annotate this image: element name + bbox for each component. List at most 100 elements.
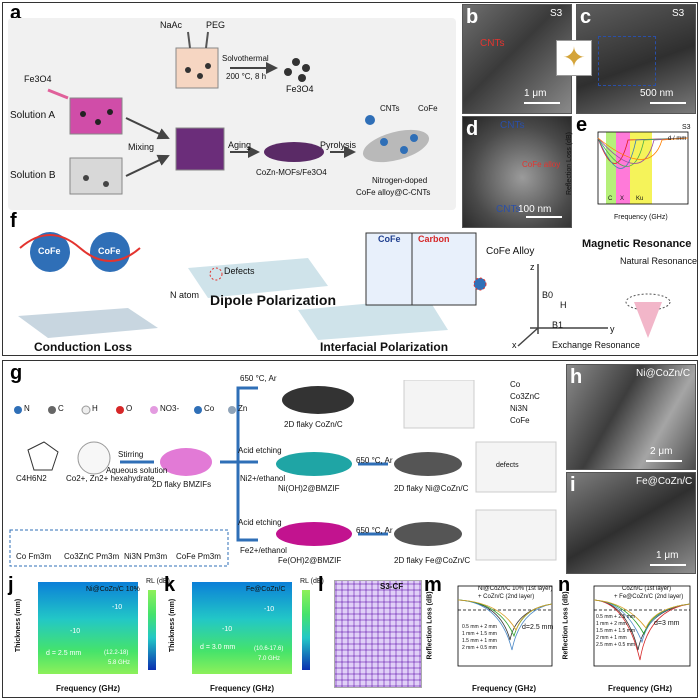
- bottom-figure-frame: [2, 360, 698, 698]
- panel-d-cnts-bottom: CNTs: [496, 204, 521, 215]
- panel-n-legend-4: 2 mm + 1 mm: [596, 635, 627, 641]
- panel-m-label: m: [424, 574, 442, 596]
- panel-k-title: Fe@CoZn/C: [246, 586, 286, 593]
- band-ku: [630, 132, 652, 204]
- inset-cofe-label: CoFe: [378, 234, 401, 244]
- panel-l-pattern: [334, 580, 422, 688]
- panel-e-band-ku: Ku: [636, 196, 644, 202]
- panel-a-drawing: [47, 31, 430, 195]
- panel-k-label: k: [164, 574, 176, 596]
- panel-f-svg: [18, 232, 671, 347]
- cell-co: Co Fm3m: [16, 552, 52, 561]
- panel-k-xlabel: Frequency (GHz): [210, 684, 275, 693]
- legend-cofe: CoFe: [418, 104, 438, 113]
- panel-j-label: j: [8, 574, 14, 596]
- panel-k-contour-1: -10: [264, 606, 275, 613]
- panel-n-label: n: [558, 574, 571, 596]
- atom-no3: NO3-: [160, 404, 180, 413]
- panel-k-ylabel: Thickness (mm): [169, 598, 177, 653]
- panel-c-sem-image: [576, 4, 696, 114]
- panel-m-title2: + CoZn/C (2nd layer): [478, 594, 535, 600]
- panel-m-ylabel: Reflection Loss (dB): [426, 591, 434, 660]
- solvothermal-beaker: [175, 47, 219, 89]
- panel-d-label: d: [466, 118, 479, 140]
- panel-g-schematic: [8, 379, 562, 570]
- panel-g-svg: [9, 379, 557, 567]
- solution-a-beaker: [69, 97, 123, 135]
- panel-j-ylabel: Thickness (mm): [15, 598, 23, 653]
- fe-oh-label: Fe(OH)2@BMZIF: [278, 556, 342, 565]
- panel-j-d: d = 2.5 mm: [46, 650, 82, 657]
- panel-c-tag: S3: [672, 8, 685, 19]
- conduction-cofe-left: [30, 232, 70, 272]
- ligand-ring: [27, 441, 59, 471]
- panel-d-scalebar: [526, 216, 562, 218]
- interfacial-polarization-label: Interfacial Polarization: [320, 340, 449, 354]
- panel-b-sem-image: [462, 4, 572, 114]
- panel-m-d: d=2.5 mm: [522, 624, 554, 631]
- panel-m-legend-4: 2 mm + 0.5 mm: [462, 645, 497, 651]
- cell-co3znc: Co3ZnC Pm3m: [64, 552, 120, 561]
- cofe-alloy-icon: [473, 277, 487, 291]
- pyrolysis-label: Pyrolysis: [320, 140, 357, 150]
- panel-a-label: a: [10, 2, 22, 24]
- exchange-resonance-label: Exchange Resonance: [552, 340, 641, 350]
- cozn-label: 2D flaky CoZn/C: [284, 420, 343, 429]
- panel-k-map: [192, 582, 292, 674]
- panel-n-legend-3: 1.5 mm + 1.5 mm: [596, 628, 636, 634]
- panel-c-scale: 500 nm: [640, 88, 674, 99]
- panel-n-d: d=3 mm: [654, 620, 680, 627]
- temp1-label: 650 °C, Ar: [240, 374, 277, 383]
- panel-k-d: d = 3.0 mm: [200, 644, 236, 651]
- natural-resonance-label: Natural Resonance: [620, 256, 698, 266]
- panel-e-svg: [597, 131, 689, 205]
- panel-c-scalebar: [650, 102, 686, 104]
- panel-d-cofe: CoFe alloy: [522, 160, 561, 169]
- dipole-sheet: [188, 258, 328, 298]
- panel-l-tag: S3-CF: [380, 582, 404, 591]
- panel-n-legend-1: 0.5 mm + 2.5 mm: [596, 614, 636, 620]
- etch2-label: Acid etching: [238, 518, 282, 527]
- panel-e-band-c: C: [608, 196, 613, 202]
- panel-m-legend-2: 1 mm + 1.5 mm: [462, 631, 497, 637]
- panel-n-xlabel: Frequency (GHz): [608, 684, 673, 693]
- phase-co: Co: [510, 380, 521, 389]
- panel-n-chart: [576, 580, 694, 678]
- axis-b0-label: B0: [542, 290, 554, 300]
- panel-e-ylabel: Reflection Loss (dB): [566, 131, 574, 196]
- product-label-line1: Nitrogen-doped: [372, 176, 428, 185]
- solvothermal-condition: 200 °C, 8 h: [226, 72, 267, 81]
- solvothermal-label: Solvothermal: [222, 54, 269, 63]
- conduction-sheet: [18, 308, 158, 338]
- panel-d-scale: 100 nm: [518, 204, 552, 215]
- precession-cone: [634, 302, 662, 338]
- phase-co3znc: Co3ZnC: [510, 392, 540, 401]
- panel-k-bw: 7.0 GHz: [258, 656, 281, 662]
- panel-h-sem-image: [566, 364, 696, 470]
- atom-zn: Zn: [238, 404, 248, 413]
- fe-cozn-flake: [394, 522, 462, 546]
- top-figure-frame: [2, 2, 698, 356]
- panel-c-label: c: [580, 6, 592, 28]
- ligand-label: C4H6N2: [16, 474, 47, 483]
- panel-i-scalebar: [650, 564, 686, 566]
- phase-cofe: CoFe: [510, 416, 530, 425]
- interfacial-sheet: [298, 298, 448, 340]
- panel-m-xlabel: Frequency (GHz): [472, 684, 537, 693]
- cofe-core-label-left: CoFe: [38, 246, 61, 256]
- panel-h-scalebar: [646, 460, 682, 462]
- product-label-line2: CoFe alloy@C-CNTs: [356, 188, 431, 197]
- panel-n-axes: [593, 585, 691, 667]
- axis-y-label: y: [610, 324, 615, 334]
- cofe-core-label-right: CoFe: [98, 246, 121, 256]
- fe-lattice: [475, 509, 557, 561]
- star-crystal-icon: ✦: [556, 40, 592, 76]
- panel-a-schematic: [8, 18, 456, 210]
- cozn-flakes: [282, 386, 354, 414]
- panel-l-label: l: [318, 574, 324, 596]
- cofe-legend-dot: [365, 115, 375, 125]
- panel-m-legend-1: 0.5 mm + 2 mm: [462, 624, 497, 630]
- panel-m-axes: [457, 585, 553, 667]
- fe3o4-product-label: Fe3O4: [286, 84, 314, 94]
- intermediate-label: CoZn-MOFs/Fe3O4: [256, 168, 327, 177]
